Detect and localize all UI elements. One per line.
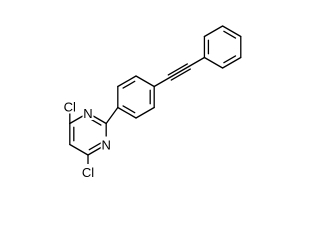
- bond-phenyl-1: [203, 56, 224, 69]
- bond-phenyl-2: [221, 56, 242, 69]
- alkyne-bond-upper: [170, 68, 191, 81]
- bond-phenylene-alkyne: [153, 76, 171, 88]
- bond-phenyl-5: [203, 25, 224, 38]
- bond-alkyne-phenyl: [188, 56, 206, 68]
- atom-n-lower: N: [100, 136, 112, 153]
- atom-cl-bottom-label: Cl: [82, 165, 94, 180]
- atom-n-lower-label: N: [101, 138, 110, 153]
- alkyne-bond-lower: [167, 63, 188, 76]
- bond-phenylene-1: [117, 75, 137, 88]
- bond-phenyl-4: [221, 25, 242, 38]
- bond-phenylene-inner-3: [122, 105, 136, 114]
- atom-cl-bottom: Cl: [80, 164, 96, 180]
- bond-pyr-5: [69, 143, 89, 156]
- bond-phenylene-2: [135, 75, 155, 88]
- bond-pyr-inner-2: [88, 142, 102, 151]
- bond-phenyl-inner-2: [223, 30, 237, 39]
- bond-phenylene-5: [117, 106, 137, 119]
- bond-phenyl-inner-1: [223, 55, 237, 64]
- atom-n-upper: N: [82, 105, 94, 121]
- alkyne-bond-center: [169, 65, 190, 79]
- atom-n-upper-label: N: [83, 106, 92, 121]
- bond-phenylene-inner-1: [122, 80, 136, 89]
- bond-c2-phenylene: [105, 106, 119, 125]
- atom-cl-top: Cl: [61, 98, 78, 115]
- atom-cl-top-label: Cl: [64, 100, 76, 115]
- bond-phenylene-4: [135, 106, 155, 119]
